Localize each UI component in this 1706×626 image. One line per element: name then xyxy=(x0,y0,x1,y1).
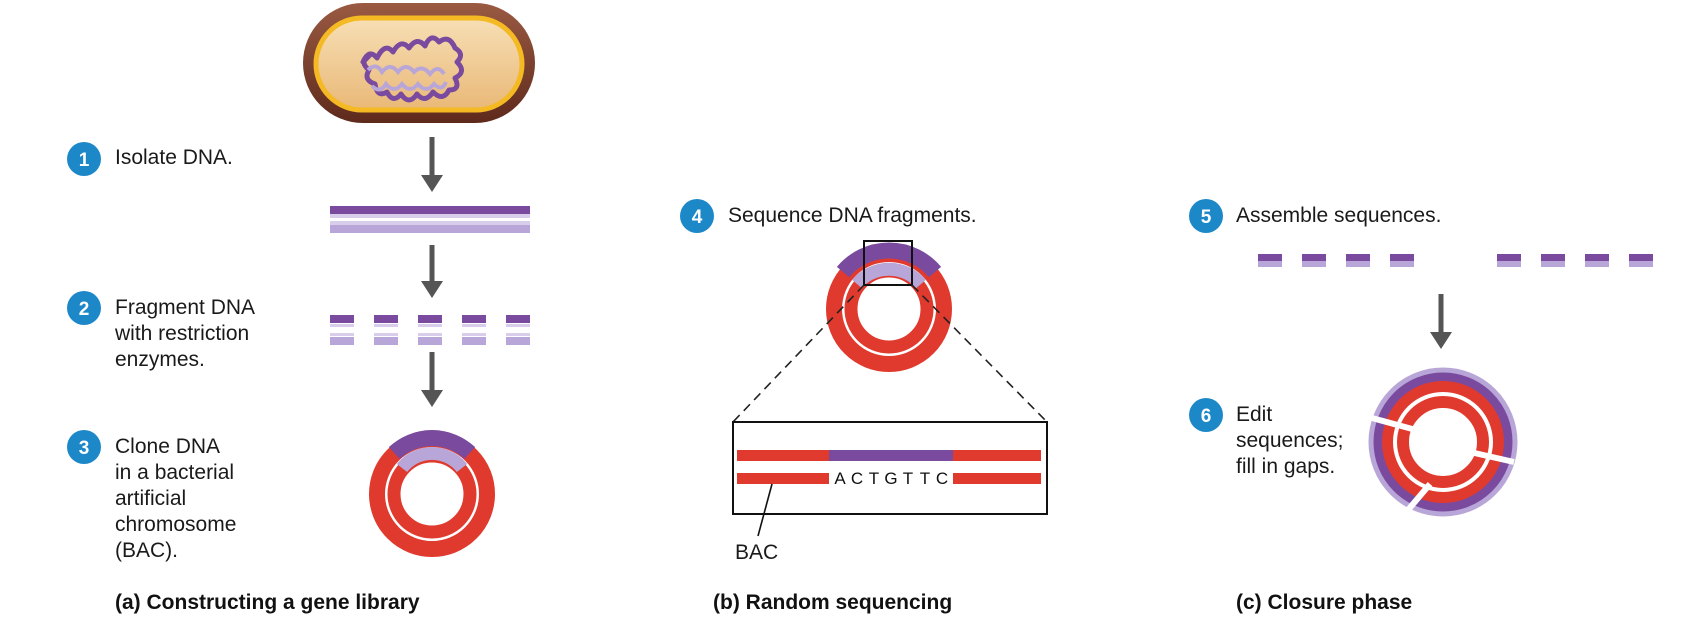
step-6: 6 Edit sequences; fill in gaps. xyxy=(1189,398,1343,478)
dna-fragment xyxy=(462,315,486,345)
step-1: 1 Isolate DNA. xyxy=(67,142,233,176)
zoom-guide-line xyxy=(732,284,865,423)
sequence-letter: A xyxy=(834,469,846,488)
bacterial-cell-icon xyxy=(303,3,535,123)
sequence-letter: C xyxy=(936,469,948,488)
step-badge xyxy=(67,430,101,464)
sequence-letter: C xyxy=(851,469,863,488)
step-badge xyxy=(1189,199,1223,233)
step-number: 5 xyxy=(1201,207,1212,228)
dna-fragment xyxy=(1258,254,1282,267)
zoom-box xyxy=(863,240,913,286)
step-label: (BAC). xyxy=(115,539,178,562)
down-arrow-icon xyxy=(421,352,443,407)
isolated-dna-strand xyxy=(330,206,530,233)
down-arrow-icon xyxy=(1430,294,1452,349)
dna-fragment xyxy=(1629,254,1653,267)
step-badge xyxy=(1189,398,1223,432)
step-label: with restriction xyxy=(114,322,249,345)
dna-fragment xyxy=(506,315,530,345)
zoom-guide-line xyxy=(911,284,1048,423)
dna-fragment xyxy=(330,315,354,345)
sequence-letter: T xyxy=(869,469,879,488)
down-arrow-icon xyxy=(421,137,443,192)
dna-fragment xyxy=(1346,254,1370,267)
closed-bac-icon xyxy=(1368,367,1518,517)
dna-fragment xyxy=(1541,254,1565,267)
step-label: Fragment DNA xyxy=(115,296,255,319)
dna-fragment xyxy=(374,315,398,345)
step-label: chromosome xyxy=(115,513,236,536)
bac-plasmid-icon xyxy=(369,430,495,557)
step-label: sequences; xyxy=(1236,429,1343,452)
bac-pointer-line xyxy=(757,483,773,537)
dna-fragment xyxy=(418,315,442,345)
caption-a: (a) Constructing a gene library xyxy=(115,591,420,614)
step-4: 4 Sequence DNA fragments. xyxy=(680,199,977,233)
step-number: 6 xyxy=(1201,406,1212,427)
step-label: Sequence DNA fragments. xyxy=(728,204,977,227)
bac-plasmid-icon xyxy=(826,242,952,372)
step-number: 2 xyxy=(79,299,90,320)
sequence-letter: T xyxy=(920,469,930,488)
dna-fragment xyxy=(1497,254,1521,267)
step-2: 2 Fragment DNA with restriction enzymes. xyxy=(67,291,255,371)
step-label: fill in gaps. xyxy=(1236,455,1335,478)
step-label: Clone DNA xyxy=(115,435,220,458)
step-badge xyxy=(67,142,101,176)
caption-c: (c) Closure phase xyxy=(1236,591,1412,614)
step-3: 3 Clone DNA in a bacterial artificial ch… xyxy=(67,430,236,562)
sequence-letter: T xyxy=(903,469,913,488)
step-number: 4 xyxy=(692,207,703,228)
step-badge xyxy=(680,199,714,233)
step-5: 5 Assemble sequences. xyxy=(1189,199,1441,233)
step-badge xyxy=(67,291,101,325)
step-label: enzymes. xyxy=(115,348,205,371)
dna-fragment xyxy=(1390,254,1414,267)
assembled-fragments xyxy=(1258,254,1653,267)
step-number: 3 xyxy=(79,438,90,459)
down-arrow-icon xyxy=(421,245,443,298)
step-label: Isolate DNA. xyxy=(115,146,233,169)
step-label: in a bacterial xyxy=(115,461,234,484)
step-label: artificial xyxy=(115,487,186,510)
step-label: Assemble sequences. xyxy=(1236,204,1441,227)
bac-label: BAC xyxy=(735,541,778,564)
dna-fragment xyxy=(1302,254,1326,267)
step-label: Edit xyxy=(1236,403,1272,426)
step-number: 1 xyxy=(79,150,90,171)
dna-fragment xyxy=(1585,254,1609,267)
caption-b: (b) Random sequencing xyxy=(713,591,952,614)
dna-fragments xyxy=(330,315,530,345)
sequence-letter: G xyxy=(884,469,897,488)
enlarged-sequence-view xyxy=(732,421,1048,515)
